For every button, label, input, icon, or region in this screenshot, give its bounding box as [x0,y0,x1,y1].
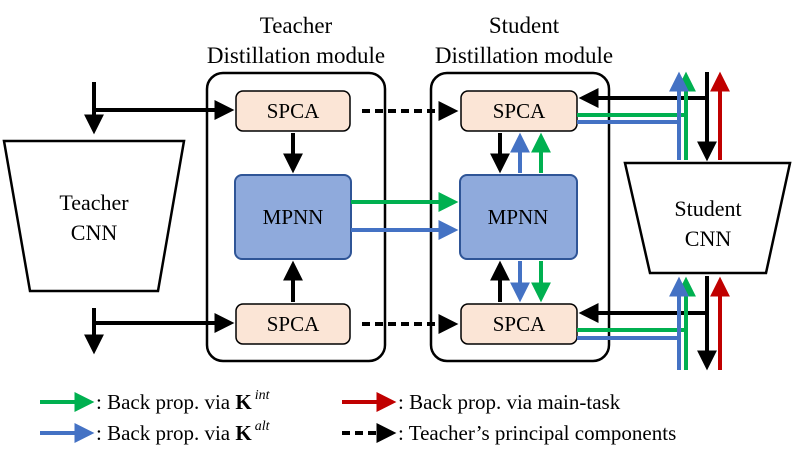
legend-green-prefix: : Back prop. via [96,390,235,414]
student-cnn: Student CNN [623,161,792,275]
teacher-mpnn-label: MPNN [263,205,324,229]
legend-blue-prefix: : Back prop. via [96,421,235,445]
teacher-spca-top-label: SPCA [267,99,320,123]
student-module-frame [429,71,611,363]
student-mpnn-label: MPNN [488,205,549,229]
student-spca-bottom-label: SPCA [493,312,546,336]
student-spca-bottom-green-return [577,276,696,332]
teacher-module-frame [205,71,387,363]
teacher-spca-bottom: SPCA [235,303,351,345]
student-mpnn: MPNN [459,174,578,260]
teacher-module-title-line1: Teacher [260,13,333,38]
student-module-title-line2: Distillation module [435,43,613,68]
legend-dotted-item: : Teacher’s principal components [342,421,676,445]
teacher-spca-top: SPCA [235,90,351,132]
student-module-title-line1: Student [489,13,560,38]
student-cnn-label-line2: CNN [685,226,732,251]
student-cnn-shape [623,161,792,275]
legend-green-superscript: int [255,388,271,403]
teacher-cnn-label-line1: Teacher [59,190,129,215]
legend-dotted-text: : Teacher’s principal components [398,421,676,445]
teacher-spca-bottom-label: SPCA [267,312,320,336]
legend-blue-superscript: alt [255,419,271,434]
student-spca-top: SPCA [460,90,578,132]
student-spca-bottom: SPCA [460,303,578,345]
teacher-module-title-line2: Distillation module [207,43,385,68]
legend-green-symbol: K [235,390,252,414]
teacher-cnn-label-line2: CNN [71,220,118,245]
student-cnn-label-line1: Student [674,196,741,221]
teacher-cnn-shape [2,139,186,293]
teacher-cnn: Teacher CNN [2,139,186,293]
teacher-mpnn: MPNN [234,174,352,260]
legend-red-item: : Back prop. via main-task [342,390,621,414]
legend-red-text: : Back prop. via main-task [398,390,621,414]
student-spca-top-label: SPCA [493,99,546,123]
legend-blue-symbol: K [235,421,252,445]
